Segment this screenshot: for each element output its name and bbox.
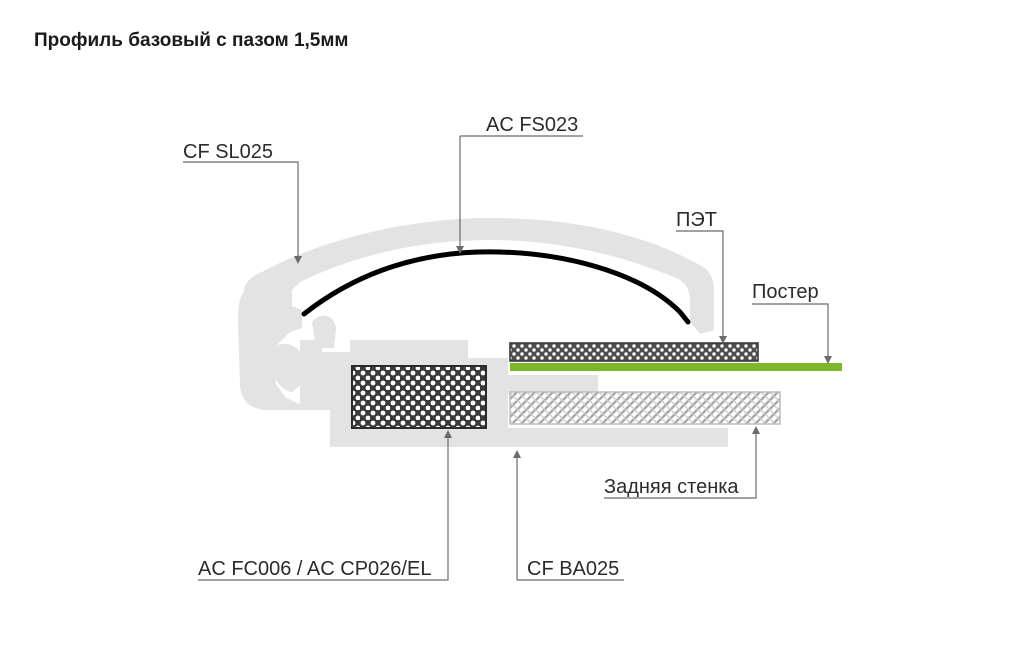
label-cf-sl025: CF SL025 <box>183 141 273 163</box>
label-ac-fc006: AC FC006 / AC CP026/EL <box>198 558 431 580</box>
label-cf-ba025: CF BA025 <box>527 558 619 580</box>
tension-spring <box>301 249 691 325</box>
page-title: Профиль базовый с пазом 1,5мм <box>34 30 349 51</box>
label-pet: ПЭТ <box>676 209 717 231</box>
foam-insert <box>352 366 486 428</box>
poster-layer <box>510 363 842 371</box>
label-poster: Постер <box>752 281 819 303</box>
pet-sheet <box>510 343 758 361</box>
back-wall-panel <box>510 392 780 424</box>
snap-frame <box>238 218 714 410</box>
leader-lines <box>183 135 832 581</box>
label-back-wall: Задняя стенка <box>604 476 739 498</box>
label-ac-fs023: AC FS023 <box>486 114 578 136</box>
